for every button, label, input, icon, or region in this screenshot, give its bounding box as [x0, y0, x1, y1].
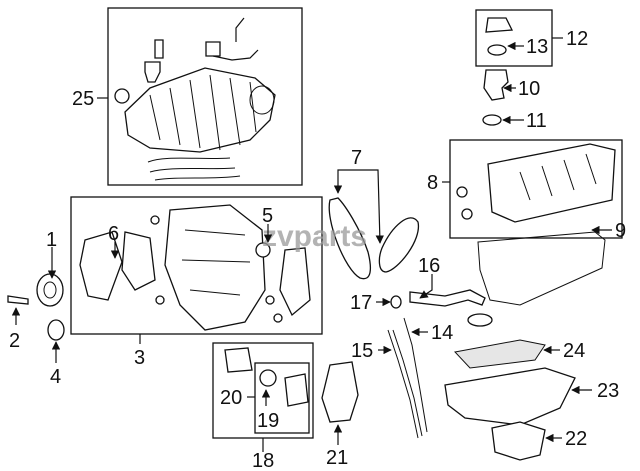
- callout-18: 18: [252, 450, 274, 471]
- callout-5: 5: [262, 205, 273, 227]
- crank-pulley-part: [7, 273, 65, 341]
- callout-15: 15: [351, 340, 373, 362]
- callout-21: 21: [326, 447, 348, 469]
- valve-cover-gasket-part: [477, 231, 606, 306]
- callout-8: 8: [427, 172, 438, 194]
- callout-20: 20: [220, 387, 242, 409]
- valve-cover-group-box: [449, 139, 623, 239]
- oil-filter-housing-part: [321, 361, 359, 423]
- oil-filter-inner-box: [254, 362, 310, 434]
- upper-oil-pan-part: [444, 367, 576, 426]
- callout-3: 3: [134, 347, 145, 369]
- callout-17: 17: [350, 292, 372, 314]
- callout-22: 22: [565, 428, 587, 450]
- callout-19: 19: [257, 410, 279, 432]
- callout-4: 4: [50, 366, 61, 388]
- dipstick-tube-part: [387, 329, 423, 439]
- intake-manifold-group-box: [107, 7, 303, 186]
- oil-filter-part: [224, 347, 309, 407]
- callout-23: 23: [597, 380, 619, 402]
- callout-25: 25: [72, 88, 94, 110]
- watermark-text: zvparts: [262, 220, 367, 253]
- oil-pickup-part: [390, 289, 493, 327]
- callout-11: 11: [526, 110, 547, 132]
- timing-cover-part: [79, 204, 311, 331]
- callout-1: 1: [46, 229, 57, 251]
- oil-filler-cap-part: [485, 17, 514, 56]
- timing-chain-part: [328, 197, 420, 280]
- callout-16: 16: [418, 255, 440, 277]
- callout-2: 2: [9, 330, 20, 352]
- dipstick-part: [403, 317, 428, 433]
- oil-baffle-part: [454, 339, 546, 369]
- callout-7: 7: [351, 147, 362, 169]
- thermostat-housing-part: [482, 69, 509, 126]
- callout-13: 13: [526, 36, 548, 58]
- callout-24: 24: [563, 340, 585, 362]
- timing-cover-group-box: [70, 196, 323, 335]
- lower-oil-pan-part: [491, 421, 546, 461]
- callout-6: 6: [108, 223, 119, 245]
- intake-manifold-part: [114, 17, 276, 181]
- callout-9: 9: [615, 220, 626, 242]
- callout-14: 14: [431, 322, 453, 344]
- valve-cover-part: [456, 143, 616, 223]
- callout-10: 10: [518, 78, 540, 100]
- callout-12: 12: [566, 28, 588, 50]
